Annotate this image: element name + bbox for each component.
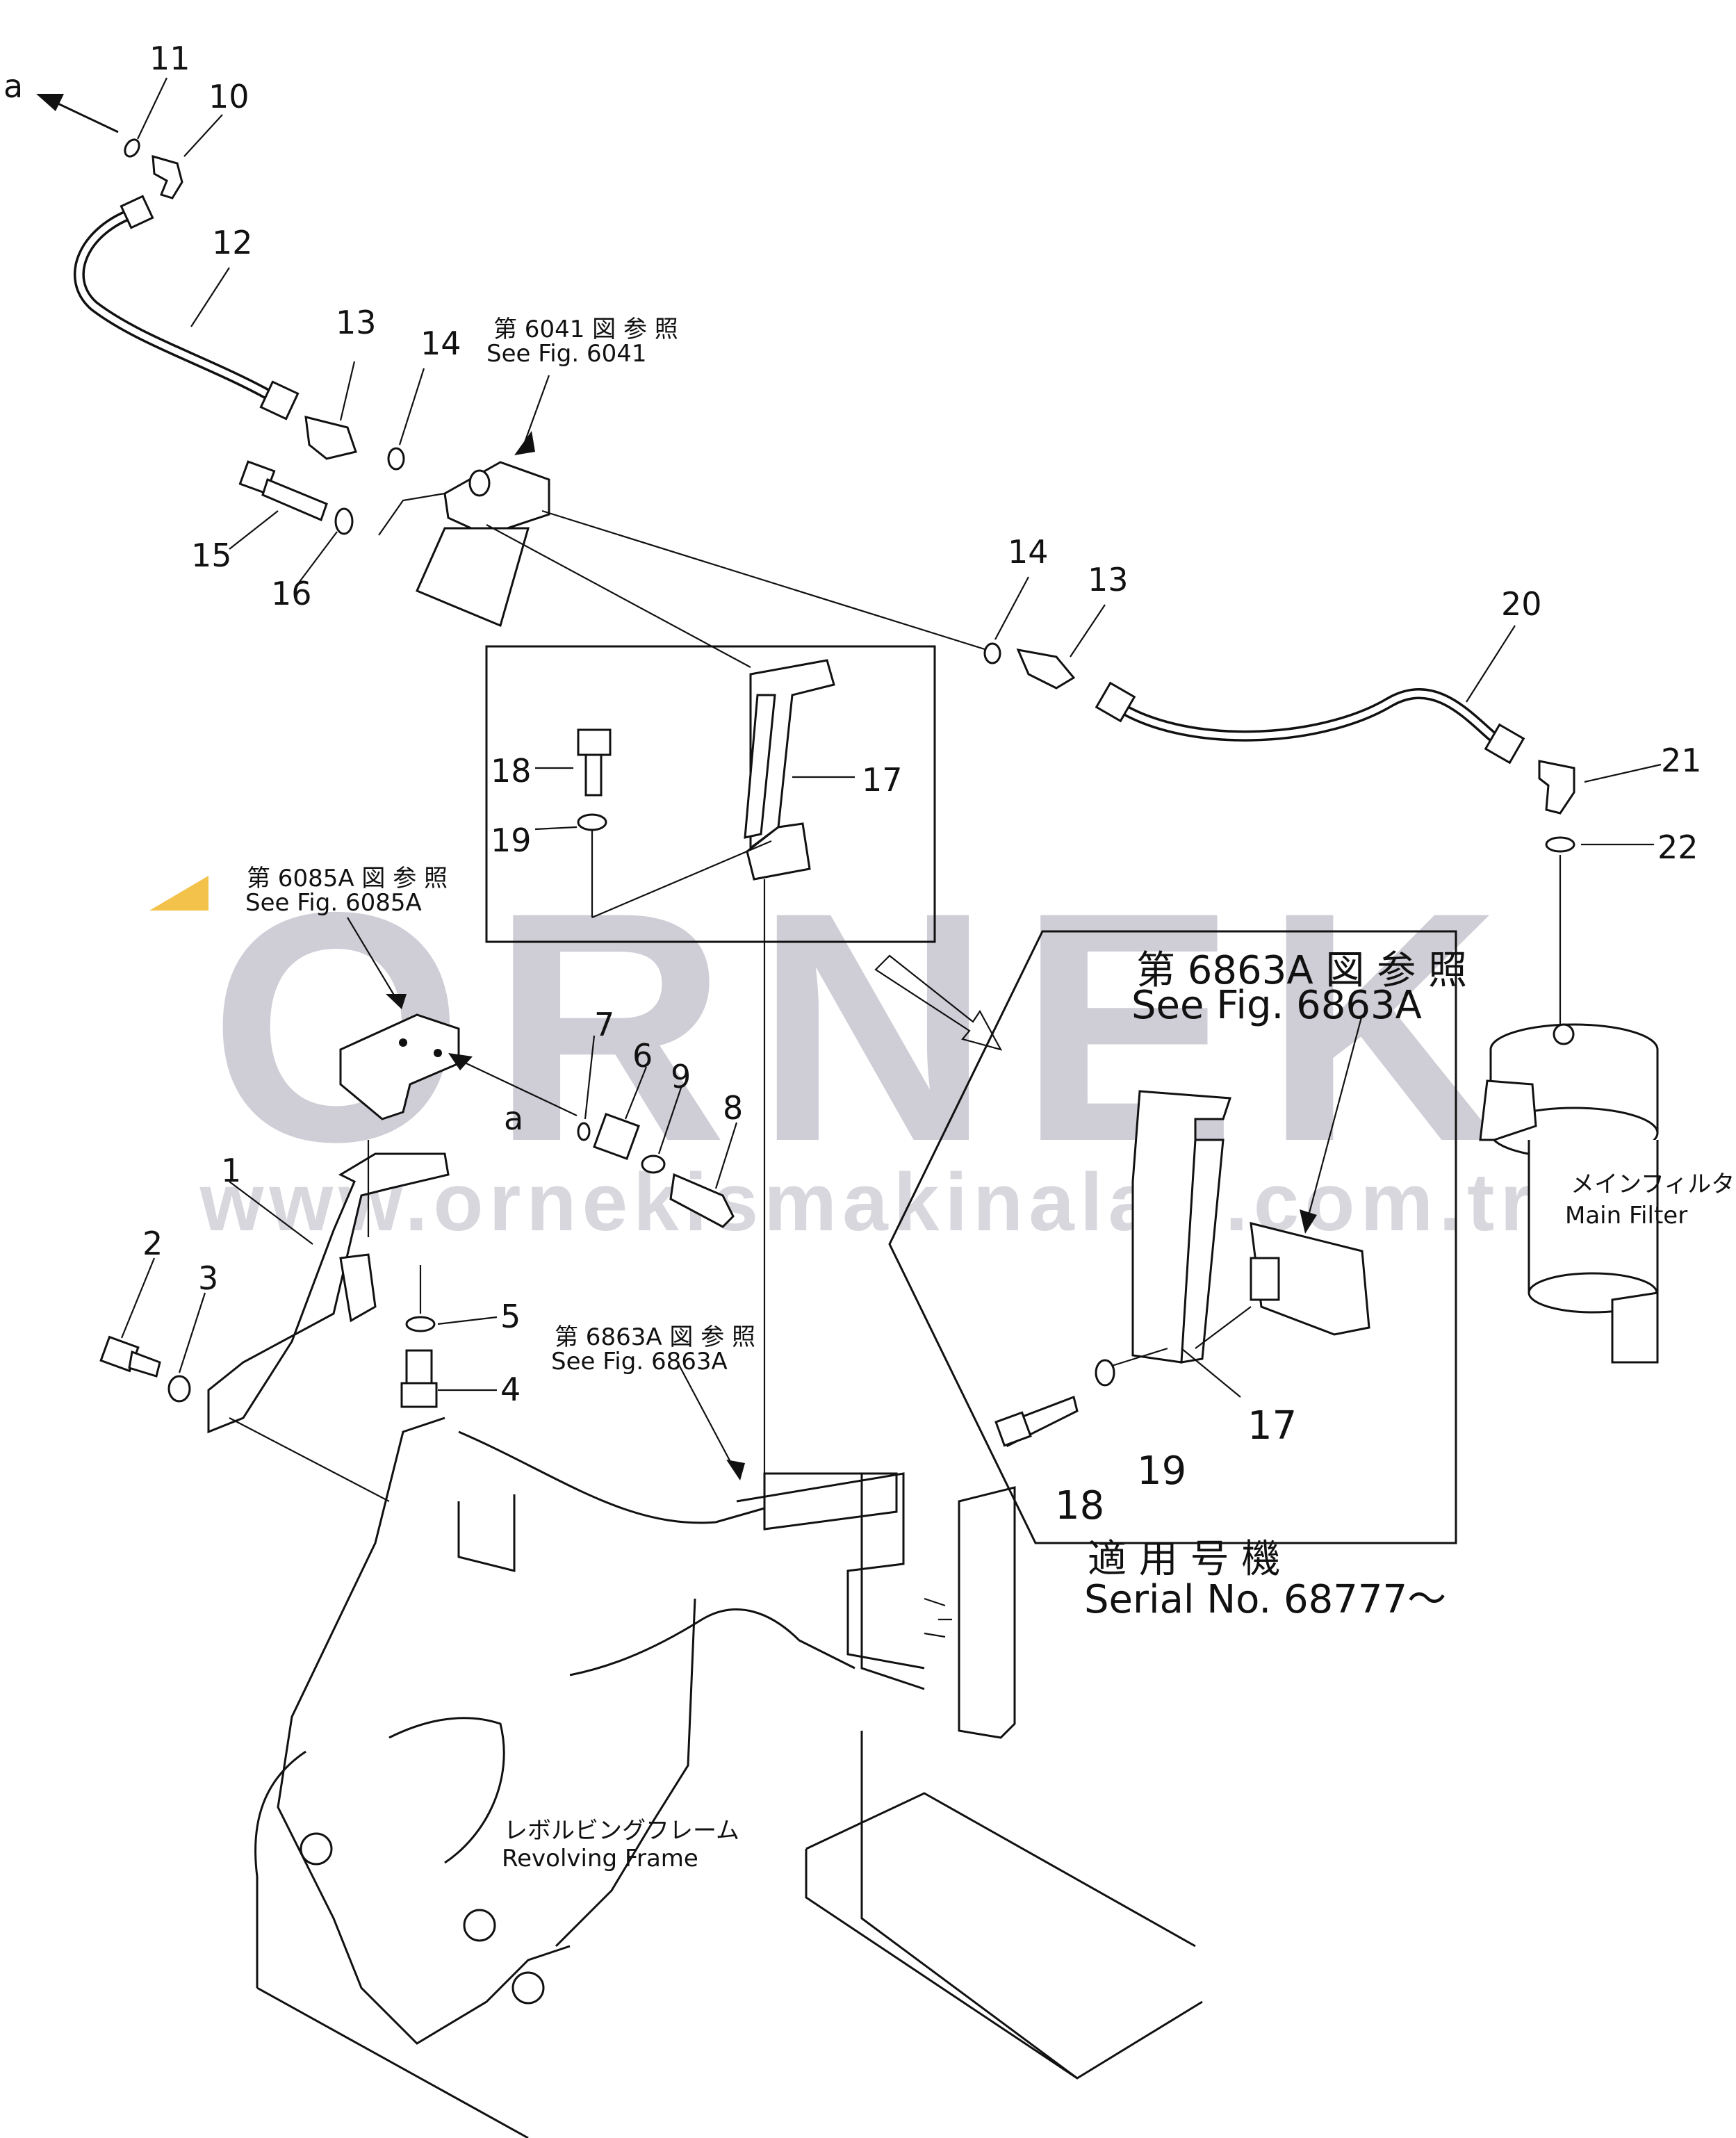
part-number-labels: a 11 10 12 13 14 15 16 14 13 20 21 22 17… <box>3 40 1702 1528</box>
part-label-3: 3 <box>198 1259 218 1297</box>
ref-6863a-small-en: See Fig. 6863A <box>551 1348 728 1376</box>
serial-label-jp: 適 用 号 機 <box>1088 1537 1280 1582</box>
part-label-14-right: 14 <box>1008 533 1049 571</box>
part-label-20: 20 <box>1501 585 1542 623</box>
ref-6863a-big-en: See Fig. 6863A <box>1131 983 1422 1028</box>
ref-6863a-small-jp: 第 6863A 図 参 照 <box>555 1323 755 1351</box>
left-bracket-group <box>99 1013 735 1502</box>
arrow-a-icon <box>36 94 64 111</box>
part-label-18-upper: 18 <box>491 752 532 790</box>
ref-6041-jp: 第 6041 図 参 照 <box>493 316 678 343</box>
part-label-1: 1 <box>221 1152 241 1189</box>
revolving-frame <box>254 1417 1203 2138</box>
part-label-12: 12 <box>212 224 253 261</box>
part-label-17-detail: 17 <box>1247 1403 1297 1449</box>
part-label-13-left: 13 <box>336 304 377 341</box>
part-label-19-upper: 19 <box>491 822 532 859</box>
part-label-6: 6 <box>632 1037 653 1075</box>
part-label-5: 5 <box>500 1298 521 1335</box>
part-label-a-top: a <box>3 67 23 105</box>
serial-label-en: Serial No. 68777～ <box>1084 1577 1446 1622</box>
right-hose-group <box>983 642 1575 1029</box>
part-label-17-upper: 17 <box>862 761 903 799</box>
ref-6085a-en: See Fig. 6085A <box>245 889 422 917</box>
detail-box-upper <box>485 645 936 1501</box>
part-label-9: 9 <box>671 1058 691 1095</box>
part-label-21: 21 <box>1661 742 1702 779</box>
main-filter <box>1479 1023 1659 1364</box>
ref-6863a-big-jp: 第 6863A 図 参 照 <box>1136 948 1467 993</box>
part-label-4: 4 <box>500 1371 521 1408</box>
part-label-19-detail: 19 <box>1137 1449 1186 1494</box>
ref-6041-en: See Fig. 6041 <box>486 340 646 368</box>
ref-6085a-jp: 第 6085A 図 参 照 <box>247 865 448 892</box>
frame-label-jp: レボルビングフレーム <box>504 1817 739 1845</box>
frame-label-en: Revolving Frame <box>502 1845 698 1872</box>
part-label-2: 2 <box>142 1225 163 1262</box>
part-label-18-detail: 18 <box>1055 1483 1104 1528</box>
part-label-11: 11 <box>149 40 190 77</box>
main-filter-label-jp: メインフィルタ <box>1571 1170 1735 1198</box>
part-label-a-mid: a <box>504 1100 523 1137</box>
descriptive-labels: メインフィルタ Main Filter レボルビングフレーム Revolving… <box>502 1170 1735 1872</box>
part-label-15: 15 <box>191 537 232 574</box>
part-label-14-left: 14 <box>420 325 461 362</box>
part-label-8: 8 <box>723 1089 743 1127</box>
detail-box-lower <box>874 930 1457 1544</box>
leader-lines <box>120 77 1662 1480</box>
part-label-10: 10 <box>208 78 249 115</box>
part-label-7: 7 <box>594 1006 614 1043</box>
reference-callouts: 第 6041 図 参 照 See Fig. 6041 第 6085A 図 参 照… <box>245 316 1467 1376</box>
part-label-13-right: 13 <box>1088 561 1129 598</box>
part-label-22: 22 <box>1657 829 1698 866</box>
watermark-accent-triangle <box>149 876 208 911</box>
part-label-16: 16 <box>271 575 312 612</box>
upper-hose-group <box>36 94 988 668</box>
main-filter-label-en: Main Filter <box>1565 1202 1687 1230</box>
